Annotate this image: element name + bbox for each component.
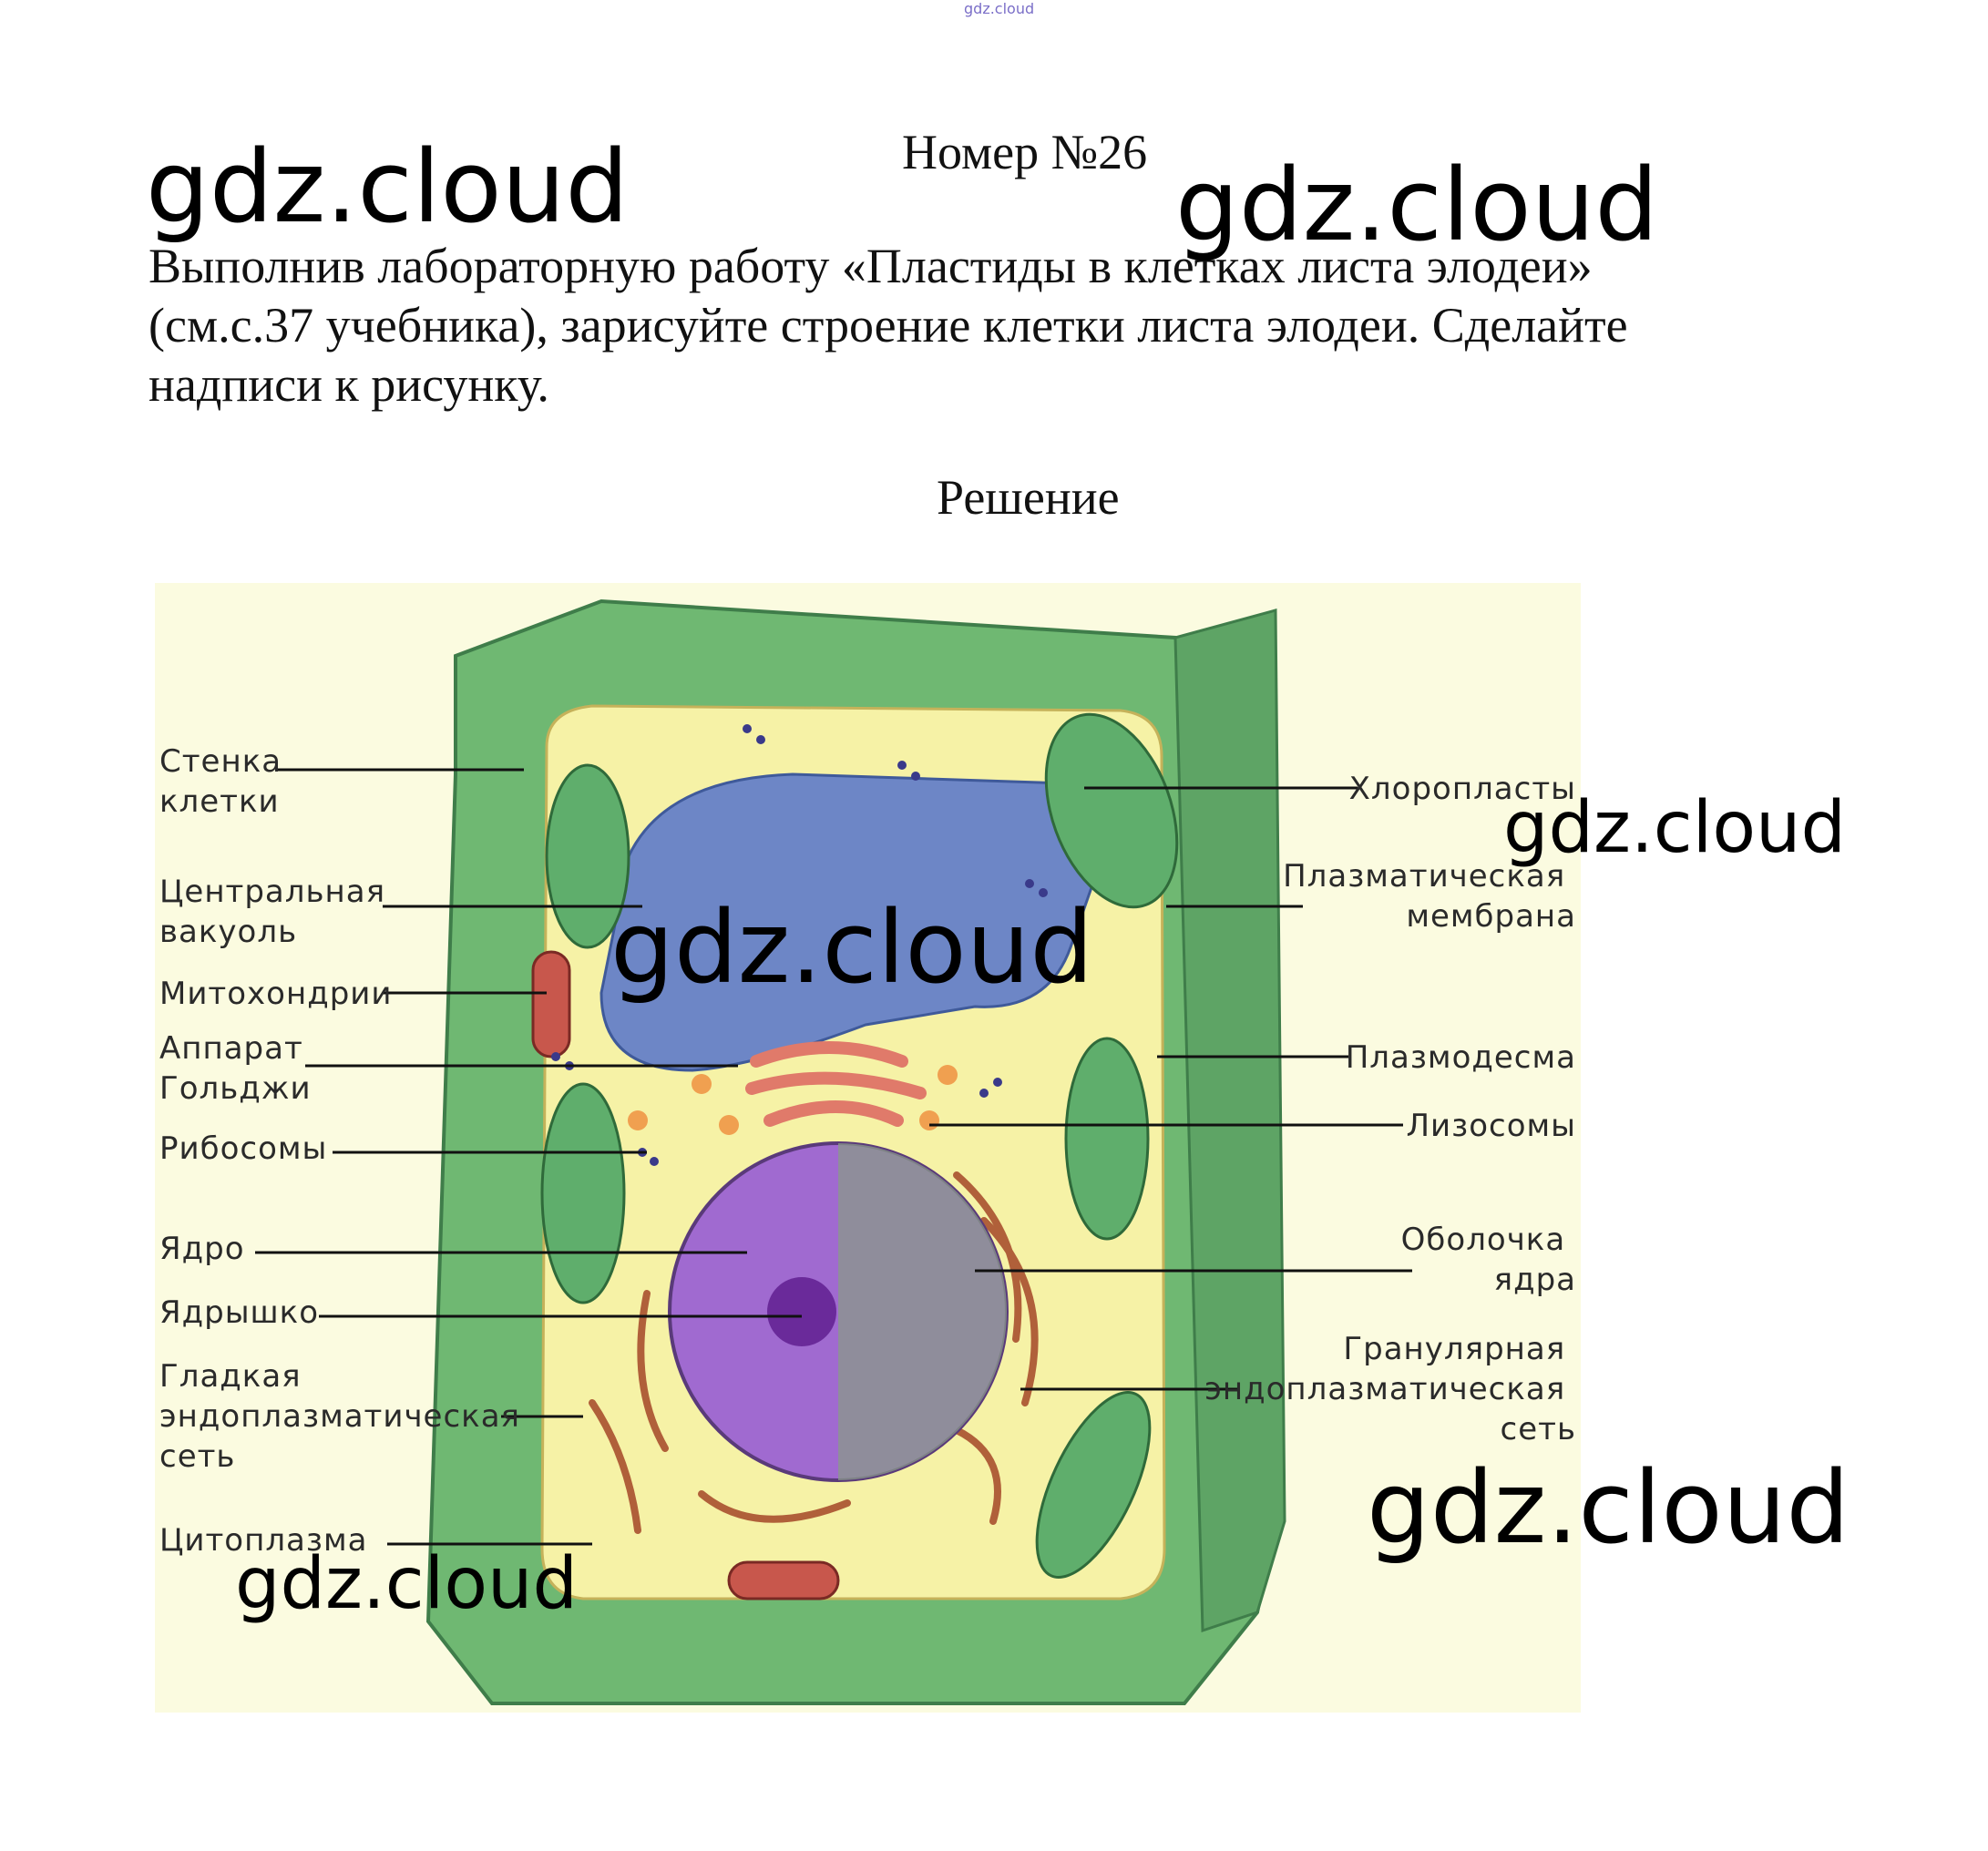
watermark: gdz.cloud (610, 897, 1093, 997)
lysosome (692, 1074, 712, 1094)
label-golgi: Аппарат Гольджи (159, 1030, 314, 1107)
lysosome (938, 1065, 958, 1085)
label-ribosomes: Рибосомы (159, 1130, 327, 1167)
lysosome (719, 1115, 739, 1135)
label-lysosomes: Лизосомы (1406, 1108, 1576, 1144)
label-plasmodesma: Плазмодесма (1346, 1039, 1576, 1076)
label-plasma-membrane: Плазматическая мембрана (1283, 858, 1576, 935)
label-nucleolus: Ядрышко (159, 1294, 319, 1331)
watermark-small: gdz.cloud (964, 2, 1034, 16)
label-central-vacuole: Центральная вакуоль (159, 874, 396, 950)
label-nuclear-envelope: Оболочка ядра (1401, 1222, 1576, 1298)
task-text: Выполнив лабораторную работу «Пластиды в… (149, 237, 1807, 414)
chloroplast (542, 1084, 624, 1303)
task-line: надписи к рисунку. (149, 355, 1807, 414)
nucleolus (767, 1277, 836, 1346)
lysosome (919, 1110, 939, 1130)
label-cell-wall: Стенка клетки (159, 743, 292, 820)
watermark: gdz.cloud (1503, 793, 1846, 864)
watermark: gdz.cloud (1175, 155, 1658, 255)
watermark: gdz.cloud (1367, 1457, 1850, 1558)
task-number: Номер №26 (902, 124, 1147, 180)
watermark: gdz.cloud (235, 1549, 578, 1620)
solution-heading: Решение (937, 469, 1120, 526)
mitochondrion (729, 1562, 838, 1599)
chloroplast (1066, 1038, 1148, 1239)
task-line: (см.с.37 учебника), зарисуйте строение к… (149, 296, 1807, 355)
mitochondrion (533, 952, 569, 1057)
lysosome (628, 1110, 648, 1130)
label-nucleus: Ядро (159, 1231, 245, 1267)
watermark: gdz.cloud (146, 137, 629, 237)
label-mitochondria: Митохондрии (159, 976, 392, 1012)
